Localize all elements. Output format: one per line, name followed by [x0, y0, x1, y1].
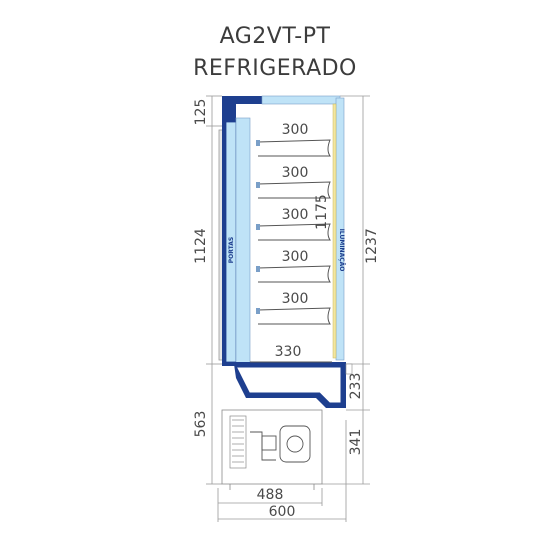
feet	[229, 484, 315, 490]
label-portas: PORTAS	[228, 237, 235, 263]
dim-base-depth: 488	[257, 487, 284, 503]
dim-total-right: 1237	[364, 228, 380, 264]
shelves	[250, 139, 332, 363]
basin-inner	[237, 367, 341, 403]
dim-bottom-shelf: 330	[275, 344, 302, 360]
dim-bottom-right: 341	[348, 429, 364, 456]
machine-compartment	[221, 409, 323, 485]
dimension-lines-left	[206, 95, 222, 485]
dim-total-depth: 600	[269, 504, 296, 520]
dim-lower-right: 233	[348, 373, 364, 400]
model-subtitle: REFRIGERADO	[193, 56, 357, 81]
basin-top-edge	[222, 362, 346, 366]
shelf-brackets	[256, 140, 260, 314]
shelf-2	[257, 181, 331, 199]
dimension-lines-bottom	[217, 420, 347, 522]
model-title: AG2VT-PT	[219, 24, 331, 49]
dim-inner-height: 1175	[314, 194, 330, 230]
dim-shelf-1: 300	[282, 122, 309, 138]
dim-top-height: 125	[193, 99, 209, 126]
compressor	[250, 425, 311, 463]
side-tab	[345, 363, 353, 375]
dim-shelf-5: 300	[282, 291, 309, 307]
shelf-4	[257, 265, 331, 283]
dim-base-height: 563	[193, 411, 209, 438]
dim-shelf-4: 300	[282, 249, 309, 265]
shelf-5	[257, 307, 331, 325]
canopy	[261, 95, 341, 105]
lighting-strip	[332, 103, 337, 359]
dim-door-height: 1124	[193, 228, 209, 264]
dim-shelf-2: 300	[282, 165, 309, 181]
shelf-3	[257, 223, 331, 241]
condenser-fins	[229, 415, 247, 469]
inner-left-wall	[235, 117, 251, 365]
dim-shelf-3: 300	[282, 207, 309, 223]
shelf-1	[257, 139, 331, 157]
label-iluminacao: ILUMINAÇÃO	[338, 229, 345, 272]
